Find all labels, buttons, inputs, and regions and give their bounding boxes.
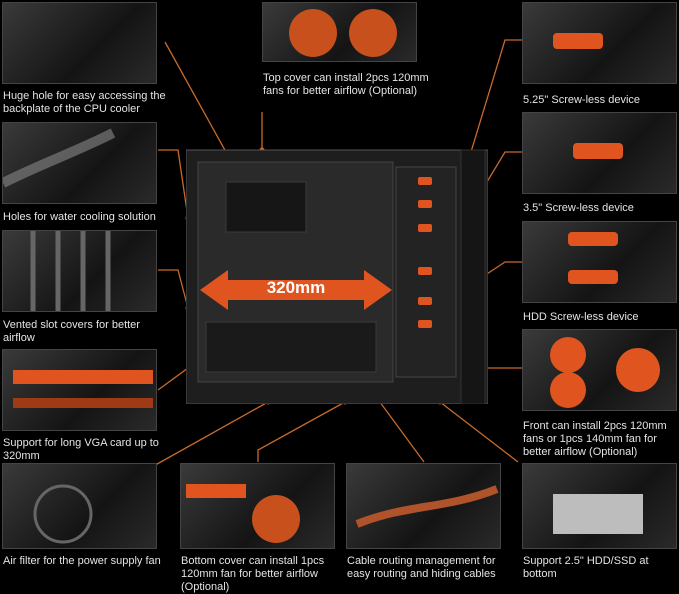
caption-cpu-hole: Huge hole for easy accessing the backpla… — [3, 90, 166, 115]
case-interior-photo — [185, 142, 489, 405]
caption-front-fans: Front can install 2pcs 120mm fans or 1pc… — [523, 420, 667, 458]
photo-water-cooling — [2, 122, 157, 204]
caption-35-device: 3.5" Screw-less device — [523, 202, 634, 214]
dimension-label: 320mm — [266, 278, 326, 297]
photo-bottom-fan — [180, 463, 335, 549]
caption-bottom-fan: Bottom cover can install 1pcs 120mm fan … — [181, 555, 325, 593]
caption-top-fans: Top cover can install 2pcs 120mm fans fo… — [263, 72, 429, 97]
photo-cpu-hole — [2, 2, 157, 84]
photo-vga-card — [2, 349, 157, 431]
photo-top-fans — [262, 2, 417, 62]
caption-ssd-bottom: Support 2.5" HDD/SSD at bottom — [523, 555, 649, 580]
photo-front-fans — [522, 329, 677, 411]
photo-525-device — [522, 2, 677, 84]
caption-slot-covers: Vented slot covers for better airflow — [3, 319, 140, 344]
photo-air-filter — [2, 463, 157, 549]
photo-35-device — [522, 112, 677, 194]
caption-vga-card: Support for long VGA card up to 320mm — [3, 437, 159, 462]
caption-cable-routing: Cable routing management for easy routin… — [347, 555, 496, 580]
caption-air-filter: Air filter for the power supply fan — [3, 555, 161, 567]
caption-water-cooling: Holes for water cooling solution — [3, 211, 156, 223]
caption-525-device: 5.25" Screw-less device — [523, 94, 641, 106]
photo-hdd-device — [522, 221, 677, 303]
photo-cable-routing — [346, 463, 501, 549]
caption-hdd-device: HDD Screw-less device — [523, 311, 639, 323]
photo-ssd-bottom — [522, 463, 677, 549]
photo-slot-covers — [2, 230, 157, 312]
